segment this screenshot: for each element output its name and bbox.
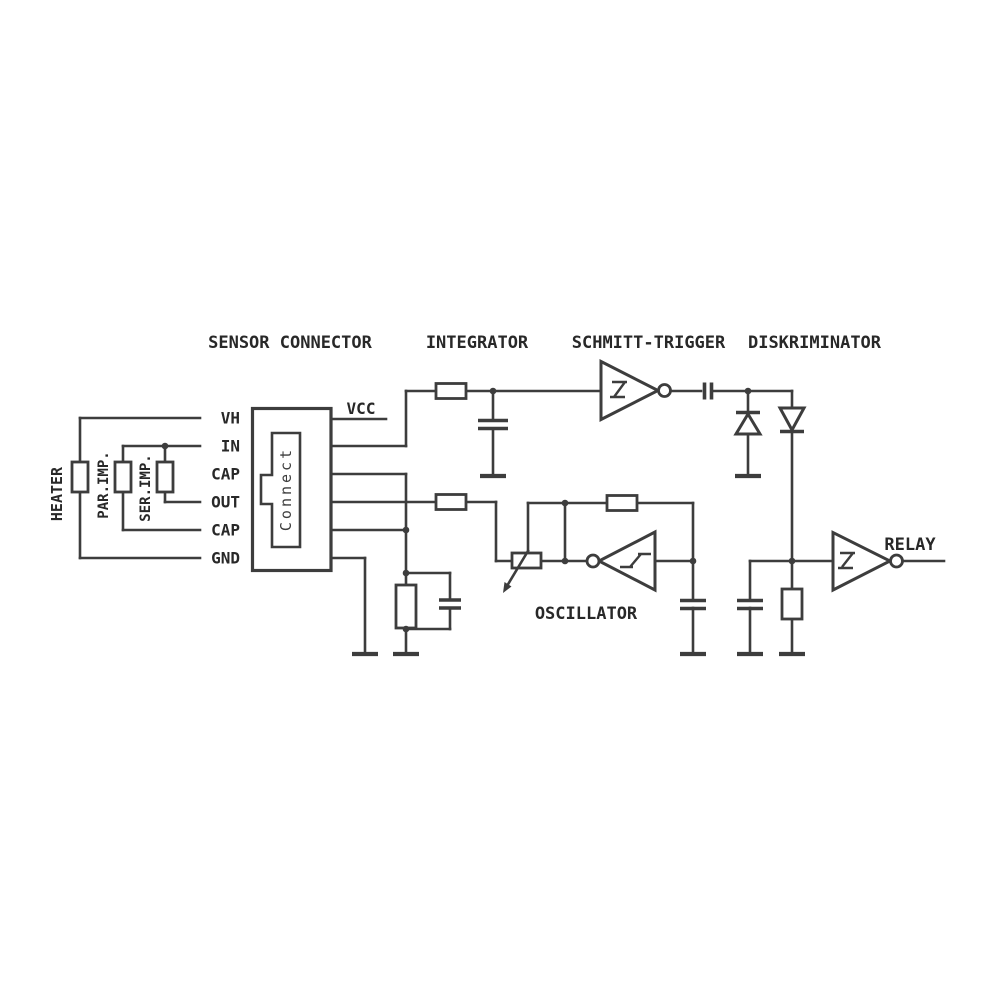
inverter-bubble [585, 553, 601, 569]
vertical-labels: HEATER PAR.IMP. SER.IMP. Connect [48, 447, 295, 531]
hysteresis-icon [838, 551, 855, 570]
pin-label-in: IN [221, 437, 240, 456]
pin-label-gnd: GND [211, 549, 240, 568]
oscillator-capacitor [680, 598, 706, 611]
relay-input-capacitor [737, 598, 763, 611]
oscillator-input-resistor [434, 493, 468, 511]
ground-symbols [352, 473, 805, 657]
resistors [70, 382, 804, 630]
diskriminator-diodes [733, 406, 807, 436]
sensor-connector-symbol [250, 406, 333, 573]
series-impedance-label: SER.IMP. [138, 454, 154, 521]
oscillator-label: OSCILLATOR [535, 604, 638, 624]
net-labels: VCC RELAY [347, 399, 937, 555]
pin-label-cap-bottom: CAP [211, 521, 240, 540]
section-labels: SENSOR CONNECTOR INTEGRATOR SCHMITT-TRIG… [208, 333, 882, 624]
integrator-resistor [434, 382, 468, 400]
diode-to-ground [733, 410, 763, 436]
hysteresis-icon [620, 552, 651, 569]
hysteresis-icon [610, 380, 627, 399]
heater-label: HEATER [48, 466, 66, 521]
integrator-label: INTEGRATOR [426, 333, 529, 353]
oscillator-feedback-resistor [605, 494, 639, 512]
capacitors [439, 382, 763, 611]
series-impedance-resistor [155, 460, 175, 494]
sensor-load-resistor [394, 583, 418, 630]
vcc-label: VCC [347, 399, 376, 418]
integrator-capacitor [478, 418, 508, 431]
diode-series [777, 406, 807, 434]
connector-plug-outline [259, 431, 302, 549]
connector-text: Connect [277, 447, 295, 531]
inverter-bubble [889, 553, 904, 569]
oscillator-gate [585, 529, 657, 593]
relay-label: RELAY [884, 535, 936, 555]
sensor-load-capacitor [439, 598, 461, 610]
relay-driver-gate [831, 530, 904, 593]
junction-dots [161, 387, 796, 633]
trimmer-potentiometer [503, 549, 543, 593]
coupling-capacitor [702, 382, 714, 400]
parallel-impedance-resistor [113, 460, 133, 494]
schmitt-trigger-gate [599, 359, 672, 422]
schmitt-trigger-label: SCHMITT-TRIGGER [572, 333, 726, 353]
pin-label-vh: VH [221, 409, 240, 428]
trimmer-arrowhead [503, 582, 512, 593]
pin-label-out: OUT [211, 493, 240, 512]
diskriminator-label: DISKRIMINATOR [748, 333, 882, 353]
relay-input-resistor [780, 587, 804, 621]
wires [78, 389, 946, 655]
inverter-bubble [657, 383, 672, 398]
pin-label-cap-top: CAP [211, 465, 240, 484]
sensor-connector-label: SENSOR CONNECTOR [208, 333, 373, 353]
parallel-impedance-label: PAR.IMP. [96, 451, 112, 518]
connector-pin-labels: VH IN CAP OUT CAP GND [211, 409, 240, 568]
heater-resistor [70, 460, 90, 494]
